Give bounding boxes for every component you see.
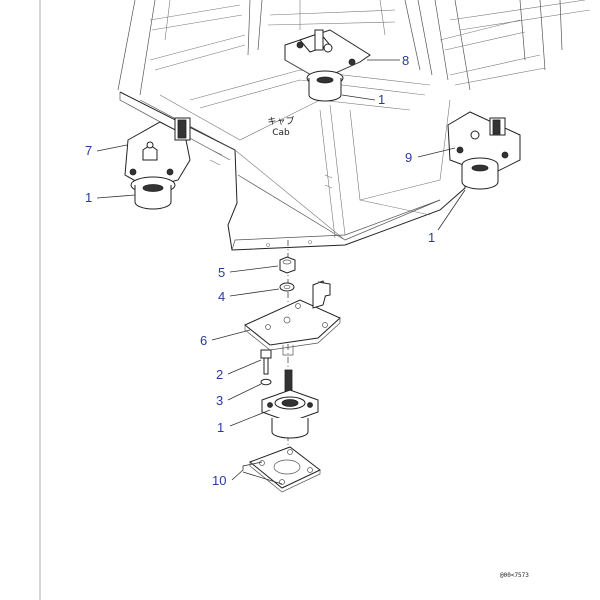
callout-8: 8: [402, 53, 409, 68]
callout-9: 9: [405, 150, 412, 165]
right-mount-bracket: [447, 111, 521, 190]
vibration-mount: [261, 369, 319, 439]
washer: [279, 282, 295, 292]
callout-2: 2: [216, 367, 223, 382]
callout-1-top: 1: [378, 92, 385, 107]
callout-1-right: 1: [428, 230, 435, 245]
callout-7: 7: [85, 143, 92, 158]
callout-1-bottom: 1: [217, 420, 224, 435]
bolt: [260, 349, 272, 375]
drawing-code: @00<7573: [500, 572, 529, 579]
callout-10: 10: [212, 473, 226, 488]
small-washer: [260, 378, 272, 386]
left-mount-bracket: [124, 117, 191, 210]
nut: [279, 256, 296, 274]
shim-plate: [249, 446, 321, 493]
leader-lines: [96, 59, 466, 485]
callout-1-left: 1: [85, 190, 92, 205]
rear-mount-bracket: [284, 29, 371, 102]
callout-6: 6: [200, 333, 207, 348]
callout-3: 3: [216, 393, 223, 408]
mount-plate: [244, 280, 341, 356]
cab-label-jp: キャブ: [267, 115, 294, 127]
cab-label-en: Cab: [272, 128, 290, 138]
callout-4: 4: [218, 289, 225, 304]
callout-5: 5: [218, 265, 225, 280]
